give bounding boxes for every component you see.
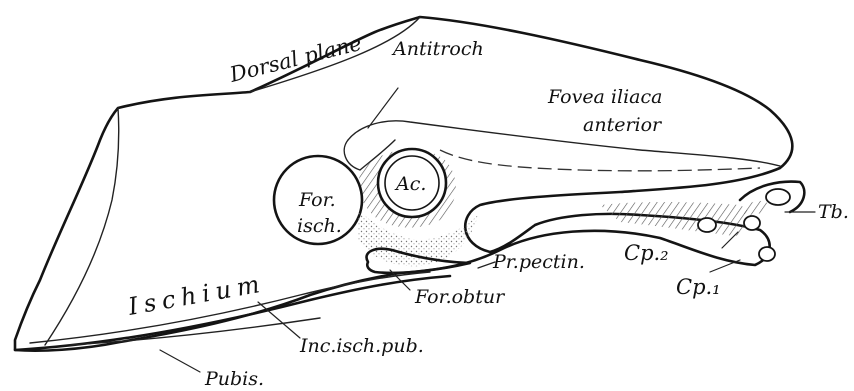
label-tb: Tb. — [818, 201, 849, 223]
posterior-edge-line — [45, 108, 119, 345]
cp1-oval — [759, 247, 775, 261]
label-fovea-line1: Fovea iliaca — [547, 86, 662, 108]
label-pr-pectin: Pr.pectin. — [492, 251, 585, 273]
label-fovea-line2: anterior — [583, 114, 663, 136]
label-cp2: Cp.₂ — [624, 241, 669, 265]
label-dorsal-plane: Dorsal plane — [226, 31, 364, 87]
label-cp1: Cp.₁ — [676, 275, 721, 299]
label-acetabulum: Ac. — [394, 173, 426, 195]
label-for-obtur: For.obtur — [414, 286, 506, 308]
label-pubis: Pubis. — [204, 368, 264, 390]
leader-cp1 — [710, 260, 740, 272]
leader-pubis — [160, 350, 200, 372]
label-ischium: Ischium — [125, 269, 267, 321]
label-inc-isch-pub: Inc.isch.pub. — [299, 335, 424, 357]
cp-oval-right — [744, 216, 760, 230]
label-for-isch-line1: For. — [298, 189, 336, 211]
label-antitroch: Antitroch — [391, 38, 484, 60]
ventral-dashed-line — [440, 150, 760, 171]
tb-hatching — [742, 201, 770, 215]
cp2-oval — [698, 218, 716, 232]
tb-oval — [766, 189, 790, 205]
label-for-isch-line2: isch. — [297, 215, 342, 237]
